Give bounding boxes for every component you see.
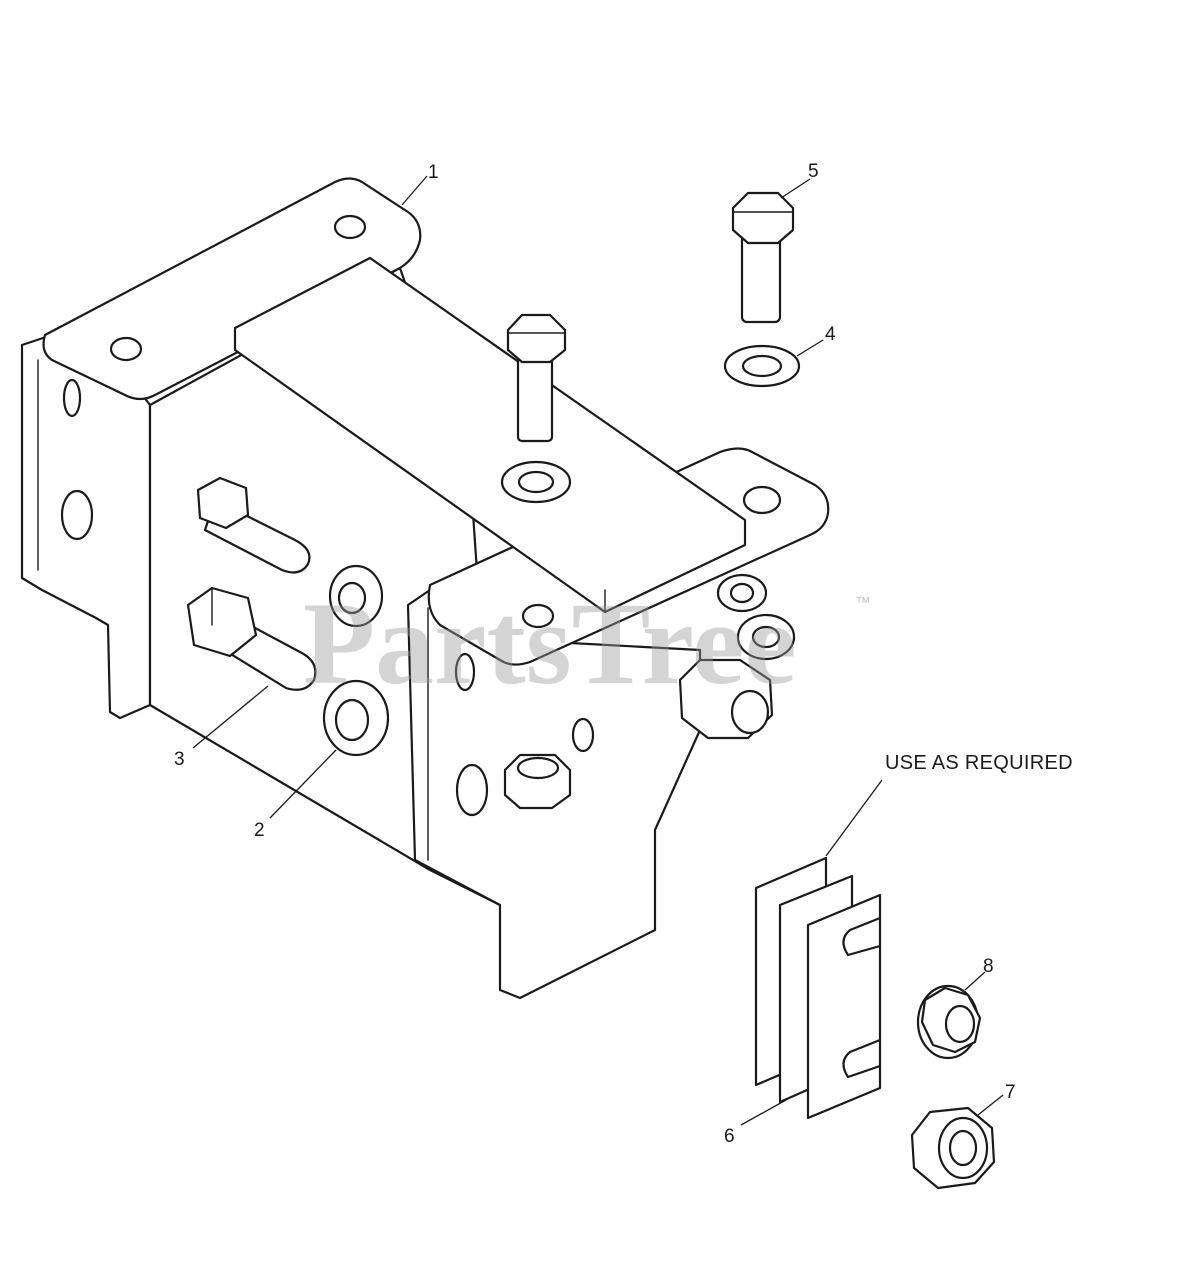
use-as-required-note: USE AS REQUIRED (885, 752, 1073, 774)
callout-6: 6 (724, 1126, 735, 1147)
callout-3: 3 (174, 749, 185, 770)
callout-5: 5 (808, 161, 819, 182)
callout-2: 2 (254, 820, 265, 841)
leader-lines (192, 175, 1004, 1126)
callout-labels: 1 2 3 4 5 6 7 8 USE AS REQUIRED (174, 161, 1073, 1147)
callout-4: 4 (825, 324, 836, 345)
watermark: PartsTree ™ (303, 578, 871, 709)
part-7-lock-nut (910, 1106, 996, 1190)
watermark-text: PartsTree (303, 578, 797, 709)
part-6-shims (754, 856, 882, 1120)
part-5-hex-bolt (731, 191, 795, 324)
callout-7: 7 (1005, 1082, 1016, 1103)
callout-1: 1 (428, 162, 439, 183)
part-8-flange-nut (916, 984, 982, 1060)
assembled-hardware (186, 313, 796, 810)
callout-8: 8 (983, 956, 994, 977)
watermark-trademark: ™ (855, 595, 871, 612)
part-4-washer (723, 344, 801, 388)
